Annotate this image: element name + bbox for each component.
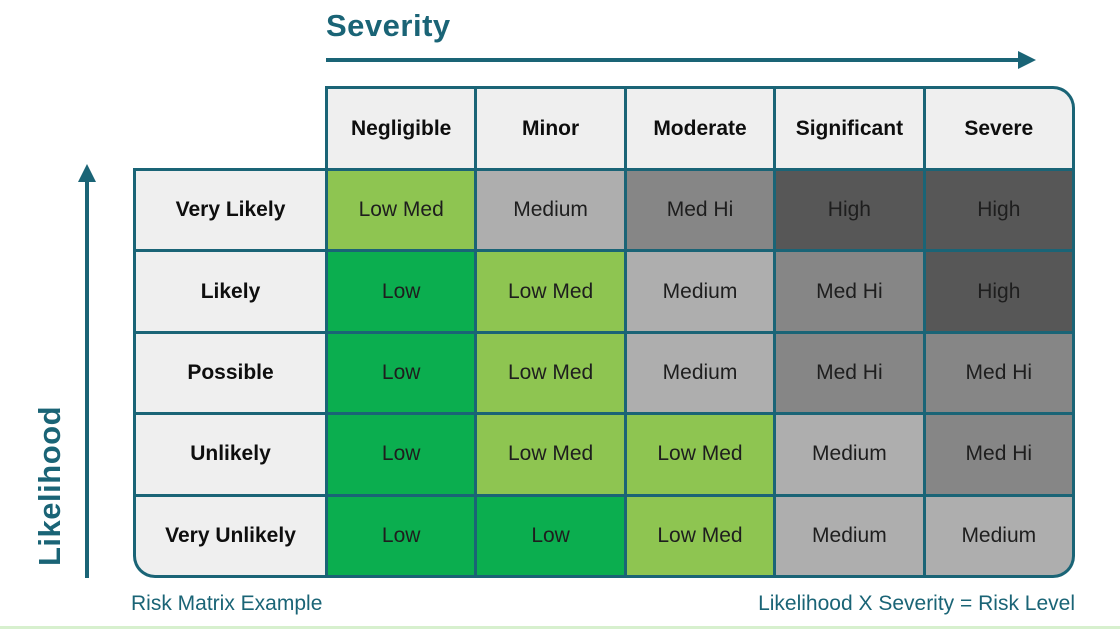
row-header-possible: Possible [136,333,325,413]
risk-cell: Med Hi [776,252,923,331]
risk-cell: Med Hi [925,415,1072,494]
risk-cell: Low [328,496,475,575]
risk-cell: Low Med [477,333,624,413]
risk-cell: Medium [776,496,923,575]
likelihood-axis-title: Likelihood [32,406,67,566]
risk-cell: Low Med [626,496,774,575]
risk-cell: High [776,171,923,250]
likelihood-axis-arrow [85,182,89,578]
row-header-very-likely: Very Likely [136,171,325,250]
risk-cell: Low Med [626,415,774,494]
severity-axis-arrowhead-icon [1018,51,1036,69]
risk-cell: Medium [626,252,774,331]
caption-left: Risk Matrix Example [131,592,323,615]
row-header-very-unlikely: Very Unlikely [136,496,325,575]
risk-cell: Medium [776,415,923,494]
risk-cell: Low [328,333,475,413]
risk-cell: Low Med [477,415,624,494]
column-header-minor: Minor [477,89,624,168]
risk-cell: Medium [477,171,624,250]
severity-axis-title: Severity [326,8,451,43]
row-header-likely: Likely [136,252,325,331]
likelihood-axis-arrowhead-icon [78,164,96,182]
column-header-significant: Significant [776,89,923,168]
risk-cell: Medium [925,496,1072,575]
risk-cell: Med Hi [776,333,923,413]
severity-axis-arrow [326,58,1020,62]
risk-cell: Low [328,415,475,494]
column-header-severe: Severe [925,89,1072,168]
row-header-unlikely: Unlikely [136,415,325,494]
column-header-negligible: Negligible [328,89,475,168]
risk-cell: Medium [626,333,774,413]
risk-cell: Low [477,496,624,575]
risk-cell: Low Med [328,171,475,250]
caption-right: Likelihood X Severity = Risk Level [758,592,1075,615]
bottom-accent-line [0,626,1120,629]
risk-cell: High [925,252,1072,331]
column-header-moderate: Moderate [626,89,774,168]
risk-cell: Med Hi [925,333,1072,413]
risk-cell: Med Hi [626,171,774,250]
risk-cell: High [925,171,1072,250]
risk-cell: Low Med [477,252,624,331]
risk-cell: Low [328,252,475,331]
